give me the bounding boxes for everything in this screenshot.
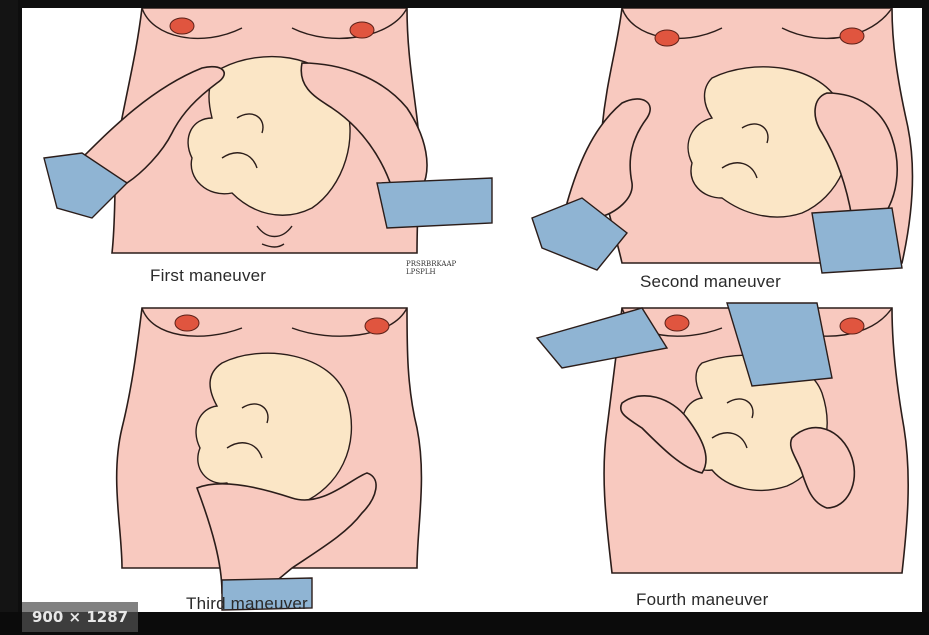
panel-second-maneuver xyxy=(532,8,912,273)
panel-first-maneuver xyxy=(44,8,492,253)
panel-third-maneuver xyxy=(117,308,422,610)
left-border xyxy=(0,0,18,635)
caption-second-maneuver: Second maneuver xyxy=(640,272,781,292)
publisher-stamp: PRSRBRKAAP LPSPLH xyxy=(406,260,456,276)
stamp-line-2: LPSPLH xyxy=(406,268,456,276)
caption-first-maneuver: First maneuver xyxy=(150,266,266,286)
leopold-maneuvers-illustration: .sk { fill:#f8c9bf; stroke:#2b1d1a; stro… xyxy=(22,8,922,612)
image-size-badge: 900 × 1287 xyxy=(22,602,138,632)
panel-fourth-maneuver xyxy=(537,303,908,573)
caption-fourth-maneuver: Fourth maneuver xyxy=(636,590,768,610)
stamp-line-1: PRSRBRKAAP xyxy=(406,260,456,268)
caption-third-maneuver: Third maneuver xyxy=(186,594,308,612)
illustration-canvas: .sk { fill:#f8c9bf; stroke:#2b1d1a; stro… xyxy=(22,8,922,612)
bottom-border xyxy=(0,612,929,635)
